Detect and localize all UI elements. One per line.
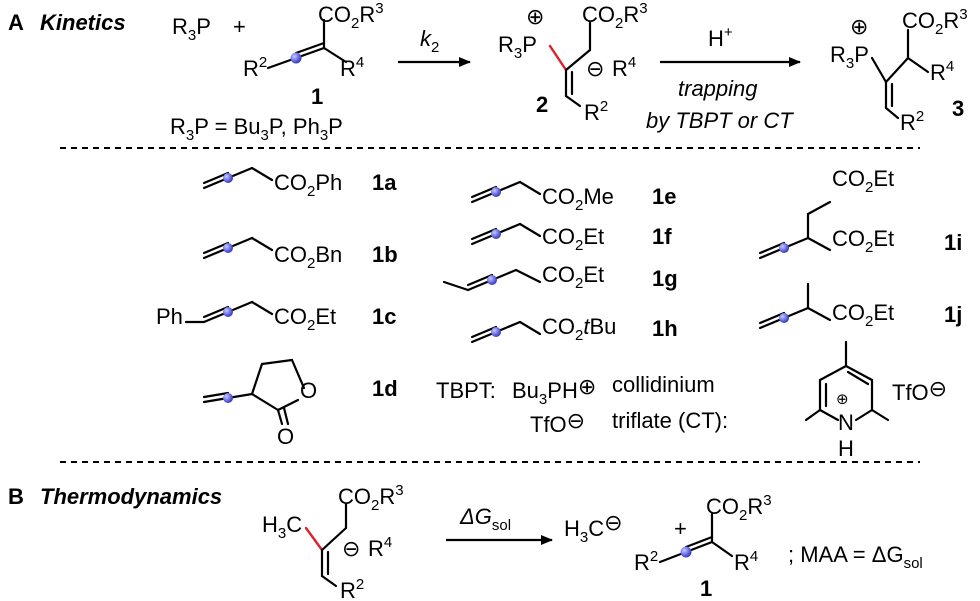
svg-text:CO2Ph: CO2Ph (274, 170, 342, 200)
tbpt-cation: Bu3PH⊕ (512, 374, 596, 408)
svg-text:CO2Bn: CO2Bn (274, 242, 342, 272)
tbpt-label: TBPT: (436, 378, 496, 403)
ct-line2: triflate (CT): (612, 408, 728, 433)
allene-1e: CO2Me (470, 180, 614, 214)
zwitterion-2-structure: R3P ⊕ CO2R3 ⊖ R4 R2 (498, 0, 648, 125)
plus-sign-a: + (233, 14, 246, 39)
label-1d: 1d (372, 376, 398, 401)
section-b-title: Thermodynamics (40, 484, 222, 509)
product-3-structure: R3P ⊕ CO2R3 R4 R2 (830, 6, 968, 135)
label-1b: 1b (372, 242, 398, 267)
svg-text:R2: R2 (900, 108, 924, 135)
svg-text:CO2tBu: CO2tBu (542, 314, 616, 344)
carbanion-structure: H3C CO2R3 ⊖ R4 R2 (262, 482, 404, 601)
methyl-anion: H3C⊖ (564, 510, 623, 546)
svg-text:CO2Me: CO2Me (542, 184, 614, 214)
svg-text:CO2Et: CO2Et (274, 304, 336, 334)
label-1f: 1f (652, 224, 672, 249)
label-1h: 1h (652, 316, 678, 341)
compound-1-label-b: 1 (700, 576, 712, 601)
svg-text:O: O (300, 378, 317, 403)
svg-text:CO2Et: CO2Et (832, 166, 894, 196)
compound-1-label: 1 (311, 84, 323, 109)
svg-text:H3C: H3C (262, 512, 302, 542)
allene-1g: CO2Et (442, 262, 604, 292)
allene-1h: CO2tBu (470, 314, 616, 344)
svg-text:⊕: ⊕ (850, 14, 868, 39)
trapping-line1: trapping (678, 76, 758, 101)
svg-text:R3P: R3P (830, 42, 869, 72)
allene-1i: CO2Et CO2Et (758, 166, 894, 260)
svg-text:CO2R3: CO2R3 (902, 6, 968, 38)
allene-1-product: R2 R4 CO2R3 (634, 492, 772, 575)
svg-text:CO2Et: CO2Et (832, 226, 894, 256)
svg-text:CO2Et: CO2Et (542, 262, 604, 292)
phosphine-reactant: R3P (172, 14, 211, 44)
svg-text:R4: R4 (340, 54, 364, 81)
allene-1a: CO2Ph (202, 166, 342, 200)
svg-text:Ph: Ph (156, 304, 183, 329)
label-1c: 1c (372, 304, 396, 329)
allene-center-atom (290, 52, 302, 64)
section-a-letter: A (8, 10, 24, 35)
svg-text:CO2R3: CO2R3 (338, 482, 404, 514)
svg-text:O: O (277, 424, 294, 449)
ct-anion: TfO⊖ (892, 376, 947, 405)
allene-1b: CO2Bn (202, 236, 342, 272)
allene-1c: Ph CO2Et (156, 300, 336, 334)
svg-text:R4: R4 (368, 534, 392, 561)
section-a-title: Kinetics (40, 10, 126, 35)
svg-text:R2: R2 (634, 548, 658, 575)
acid-label: H+ (708, 24, 733, 51)
svg-text:R2: R2 (340, 576, 364, 601)
label-1e: 1e (652, 184, 676, 209)
svg-text:CO2R3: CO2R3 (318, 0, 384, 32)
label-1i: 1i (944, 230, 962, 255)
section-b-letter: B (8, 484, 24, 509)
plus-sign-b: + (674, 516, 687, 541)
allene-1d: O O (202, 358, 317, 449)
svg-text:⊖: ⊖ (342, 536, 360, 561)
svg-text:CO2Et: CO2Et (542, 224, 604, 254)
phosphine-note: R3P = Bu3P, Ph3P (170, 114, 343, 144)
label-1j: 1j (944, 302, 962, 327)
ct-line1: collidinium (612, 372, 715, 397)
svg-text:N: N (838, 410, 854, 435)
svg-text:⊕: ⊕ (526, 4, 544, 29)
compound-3-label: 3 (952, 96, 964, 121)
svg-text:CO2Et: CO2Et (832, 300, 894, 330)
svg-text:R4: R4 (612, 54, 636, 81)
svg-text:R2: R2 (243, 54, 267, 81)
compound-2-label: 2 (536, 92, 548, 117)
svg-text:R3P: R3P (498, 32, 537, 62)
trapping-line2: by TBPT or CT (646, 108, 794, 133)
svg-text:R2: R2 (584, 98, 608, 125)
tbpt-anion: TfO⊖ (530, 408, 585, 437)
svg-text:⊕: ⊕ (836, 391, 849, 408)
delta-g-label: ΔGsol (459, 504, 511, 534)
allene-1f: CO2Et (470, 222, 604, 254)
svg-text:R4: R4 (734, 548, 758, 575)
allene-1j: CO2Et (758, 282, 894, 330)
svg-text:CO2R3: CO2R3 (582, 0, 648, 32)
rate-constant: k2 (420, 26, 439, 56)
collidinium-ring: N ⊕ H (804, 340, 890, 461)
svg-text:R3P: R3P (172, 14, 211, 44)
svg-text:R4: R4 (930, 58, 954, 85)
allene-1-structure: R2 R4 CO2R3 (243, 0, 384, 81)
svg-text:⊖: ⊖ (586, 56, 604, 81)
svg-text:H: H (838, 436, 854, 461)
maa-definition: ; MAA = ΔGsol (788, 542, 923, 572)
svg-text:CO2R3: CO2R3 (706, 492, 772, 524)
label-1a: 1a (372, 170, 397, 195)
label-1g: 1g (652, 266, 678, 291)
